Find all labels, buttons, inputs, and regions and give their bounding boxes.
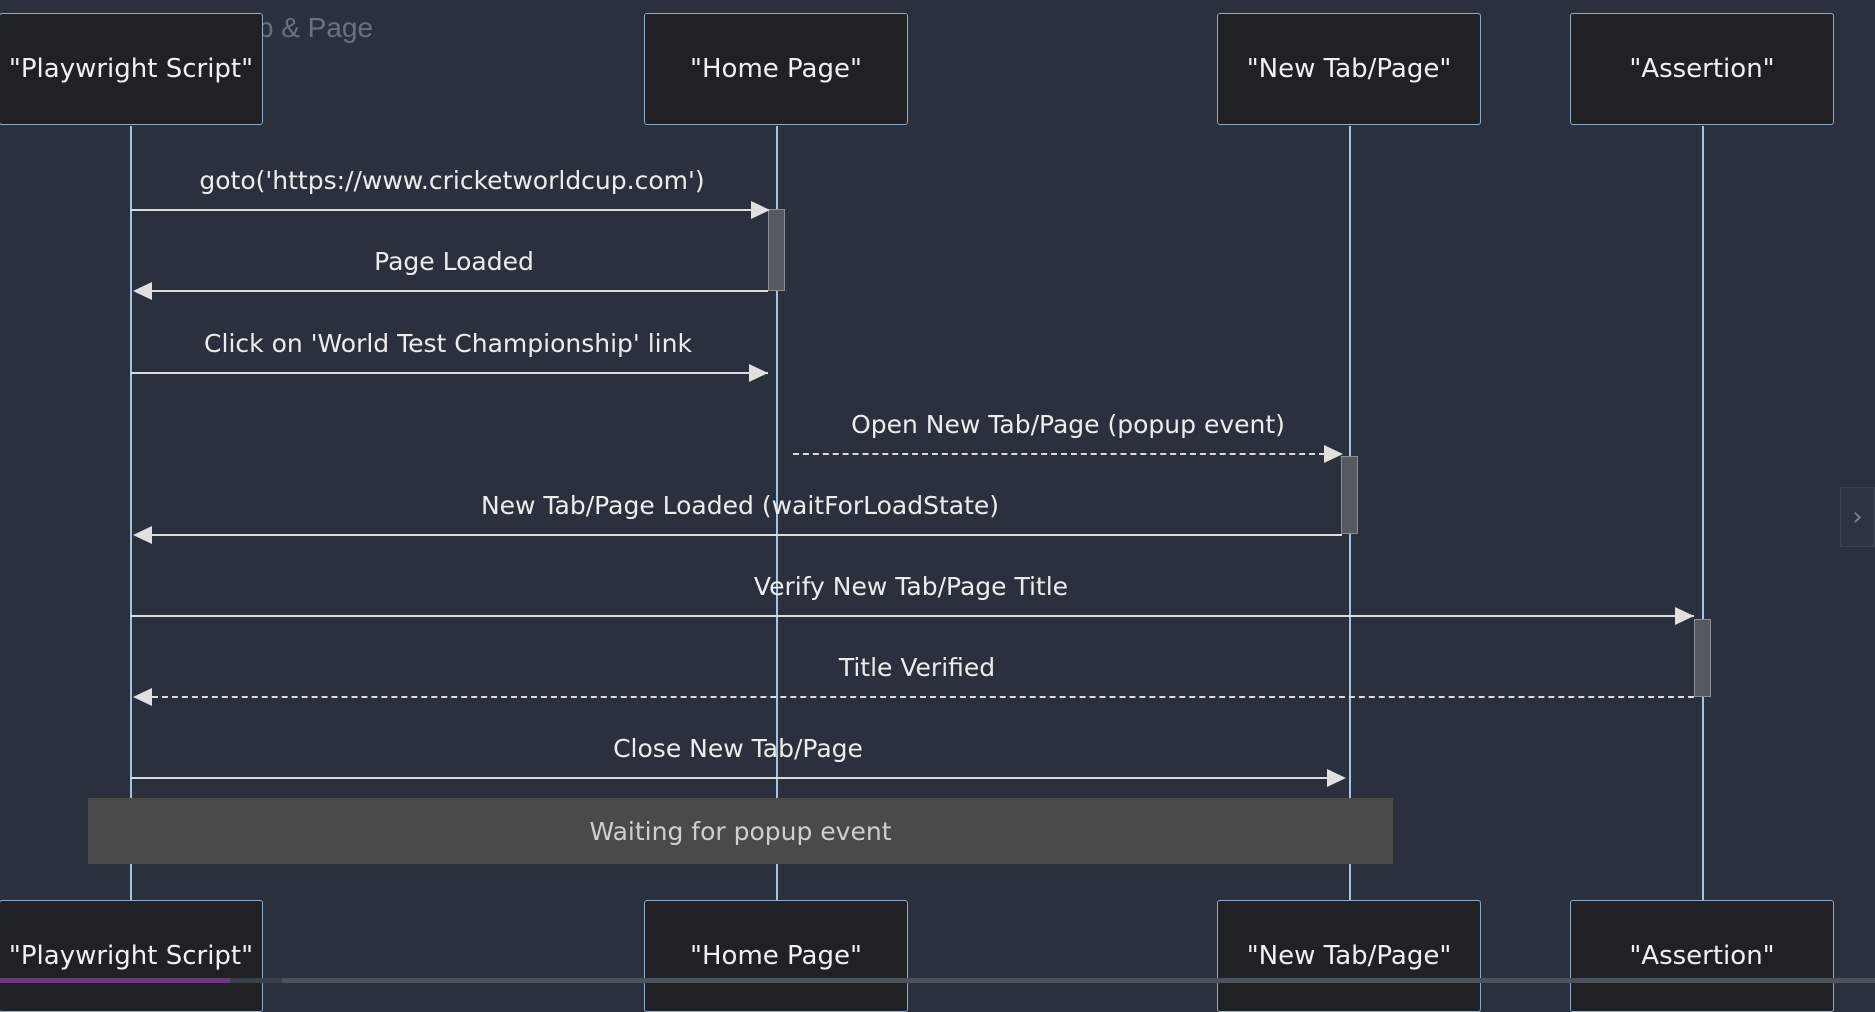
actor-script-top: "Playwright Script": [0, 13, 263, 125]
message-line: [131, 777, 1327, 779]
message-line: [152, 534, 1342, 536]
lifeline-assert: [1702, 126, 1704, 901]
actor-newtab-top: "New Tab/Page": [1217, 13, 1481, 125]
activation-home: [768, 209, 785, 291]
message-label: Open New Tab/Page (popup event): [851, 410, 1285, 439]
actor-assert-top: "Assertion": [1570, 13, 1834, 125]
message-line: [131, 372, 768, 374]
lifeline-script: [130, 126, 132, 901]
message-line: [793, 453, 1325, 455]
lifeline-home: [776, 126, 778, 901]
horizontal-scrollbar-segment[interactable]: [282, 978, 1875, 983]
message-line: [152, 696, 1694, 698]
arrow-head: [1675, 607, 1694, 625]
message-line: [131, 209, 751, 211]
actor-assert-bottom: "Assertion": [1570, 900, 1834, 1012]
message-label: Page Loaded: [374, 247, 534, 276]
arrow-head: [1327, 769, 1346, 787]
message-label: Close New Tab/Page: [613, 734, 863, 763]
arrow-head: [1324, 445, 1343, 463]
message-label: Click on 'World Test Championship' link: [204, 329, 692, 358]
message-label: Verify New Tab/Page Title: [753, 572, 1069, 601]
arrow-head: [749, 364, 768, 382]
actor-newtab-bottom: "New Tab/Page": [1217, 900, 1481, 1012]
actor-script-bottom: "Playwright Script": [0, 900, 263, 1012]
message-line: [152, 290, 768, 292]
message-label: goto('https://www.cricketworldcup.com'): [199, 166, 705, 195]
activation-assert: [1694, 619, 1711, 697]
note-box: Waiting for popup event: [88, 798, 1393, 864]
message-line: [131, 615, 1694, 617]
arrow-head: [133, 688, 152, 706]
actor-home-top: "Home Page": [644, 13, 908, 125]
message-label: Title Verified: [838, 653, 996, 682]
arrow-head: [133, 526, 152, 544]
side-panel-toggle[interactable]: ›: [1840, 487, 1875, 547]
arrow-head: [751, 201, 770, 219]
message-label: New Tab/Page Loaded (waitForLoadState): [480, 491, 1000, 520]
arrow-head: [133, 282, 152, 300]
actor-home-bottom: "Home Page": [644, 900, 908, 1012]
horizontal-scrollbar-thumb[interactable]: [0, 978, 230, 983]
chevron-right-icon: ›: [1852, 502, 1863, 532]
activation-newtab: [1341, 456, 1358, 534]
